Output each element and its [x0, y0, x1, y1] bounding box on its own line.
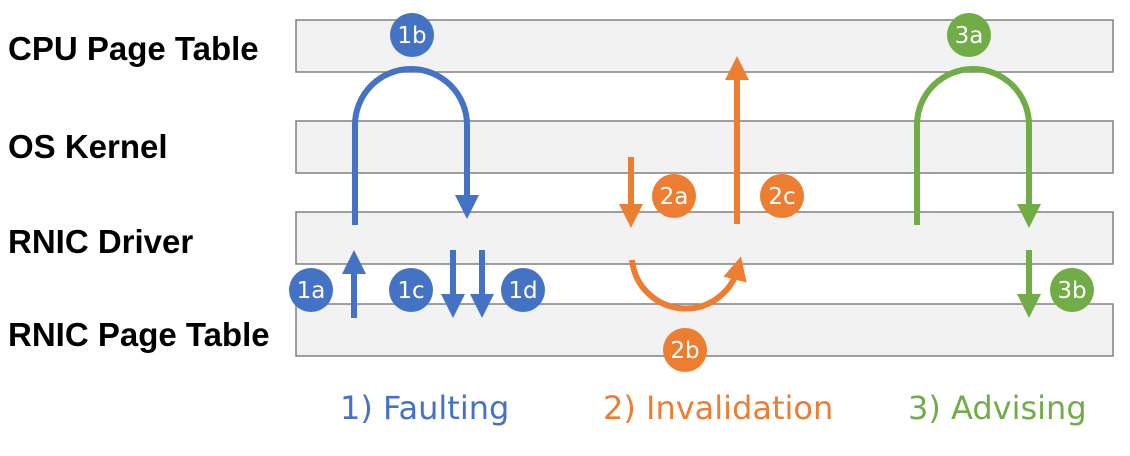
badge-2b: 2b [663, 328, 707, 372]
band-os-kernel [295, 120, 1114, 174]
svg-text:1a: 1a [297, 278, 326, 304]
svg-text:3b: 3b [1057, 278, 1086, 304]
svg-text:3a: 3a [955, 23, 984, 49]
badge-1a: 1a [289, 268, 333, 312]
arrow-1b-loop [352, 66, 479, 225]
arrow-2b-curve [629, 256, 747, 312]
group-label-advising: 3) Advising [908, 389, 1087, 427]
group-label-invalidation: 2) Invalidation [603, 389, 834, 427]
layer-label-os-kernel: OS Kernel [8, 128, 168, 165]
group-label-faulting: 1) Faulting [340, 389, 510, 427]
layer-label-rnic-driver: RNIC Driver [8, 223, 194, 260]
svg-text:2c: 2c [768, 184, 795, 210]
layer-label-rnic-page-table: RNIC Page Table [8, 316, 270, 353]
svg-text:2b: 2b [670, 338, 699, 364]
svg-text:1b: 1b [397, 23, 426, 49]
layer-label-cpu-page-table: CPU Page Table [8, 30, 259, 67]
svg-text:1c: 1c [397, 278, 424, 304]
badge-3a: 3a [947, 13, 991, 57]
badge-1b: 1b [390, 13, 434, 57]
badge-3b: 3b [1050, 268, 1094, 312]
svg-text:1d: 1d [508, 278, 537, 304]
band-rnic-driver [295, 211, 1114, 265]
badge-2c: 2c [760, 174, 804, 218]
badge-2a: 2a [652, 174, 696, 218]
arrow-3a-loop [914, 66, 1041, 228]
badge-1c: 1c [389, 268, 433, 312]
svg-text:2a: 2a [660, 184, 689, 210]
badge-1d: 1d [501, 268, 545, 312]
